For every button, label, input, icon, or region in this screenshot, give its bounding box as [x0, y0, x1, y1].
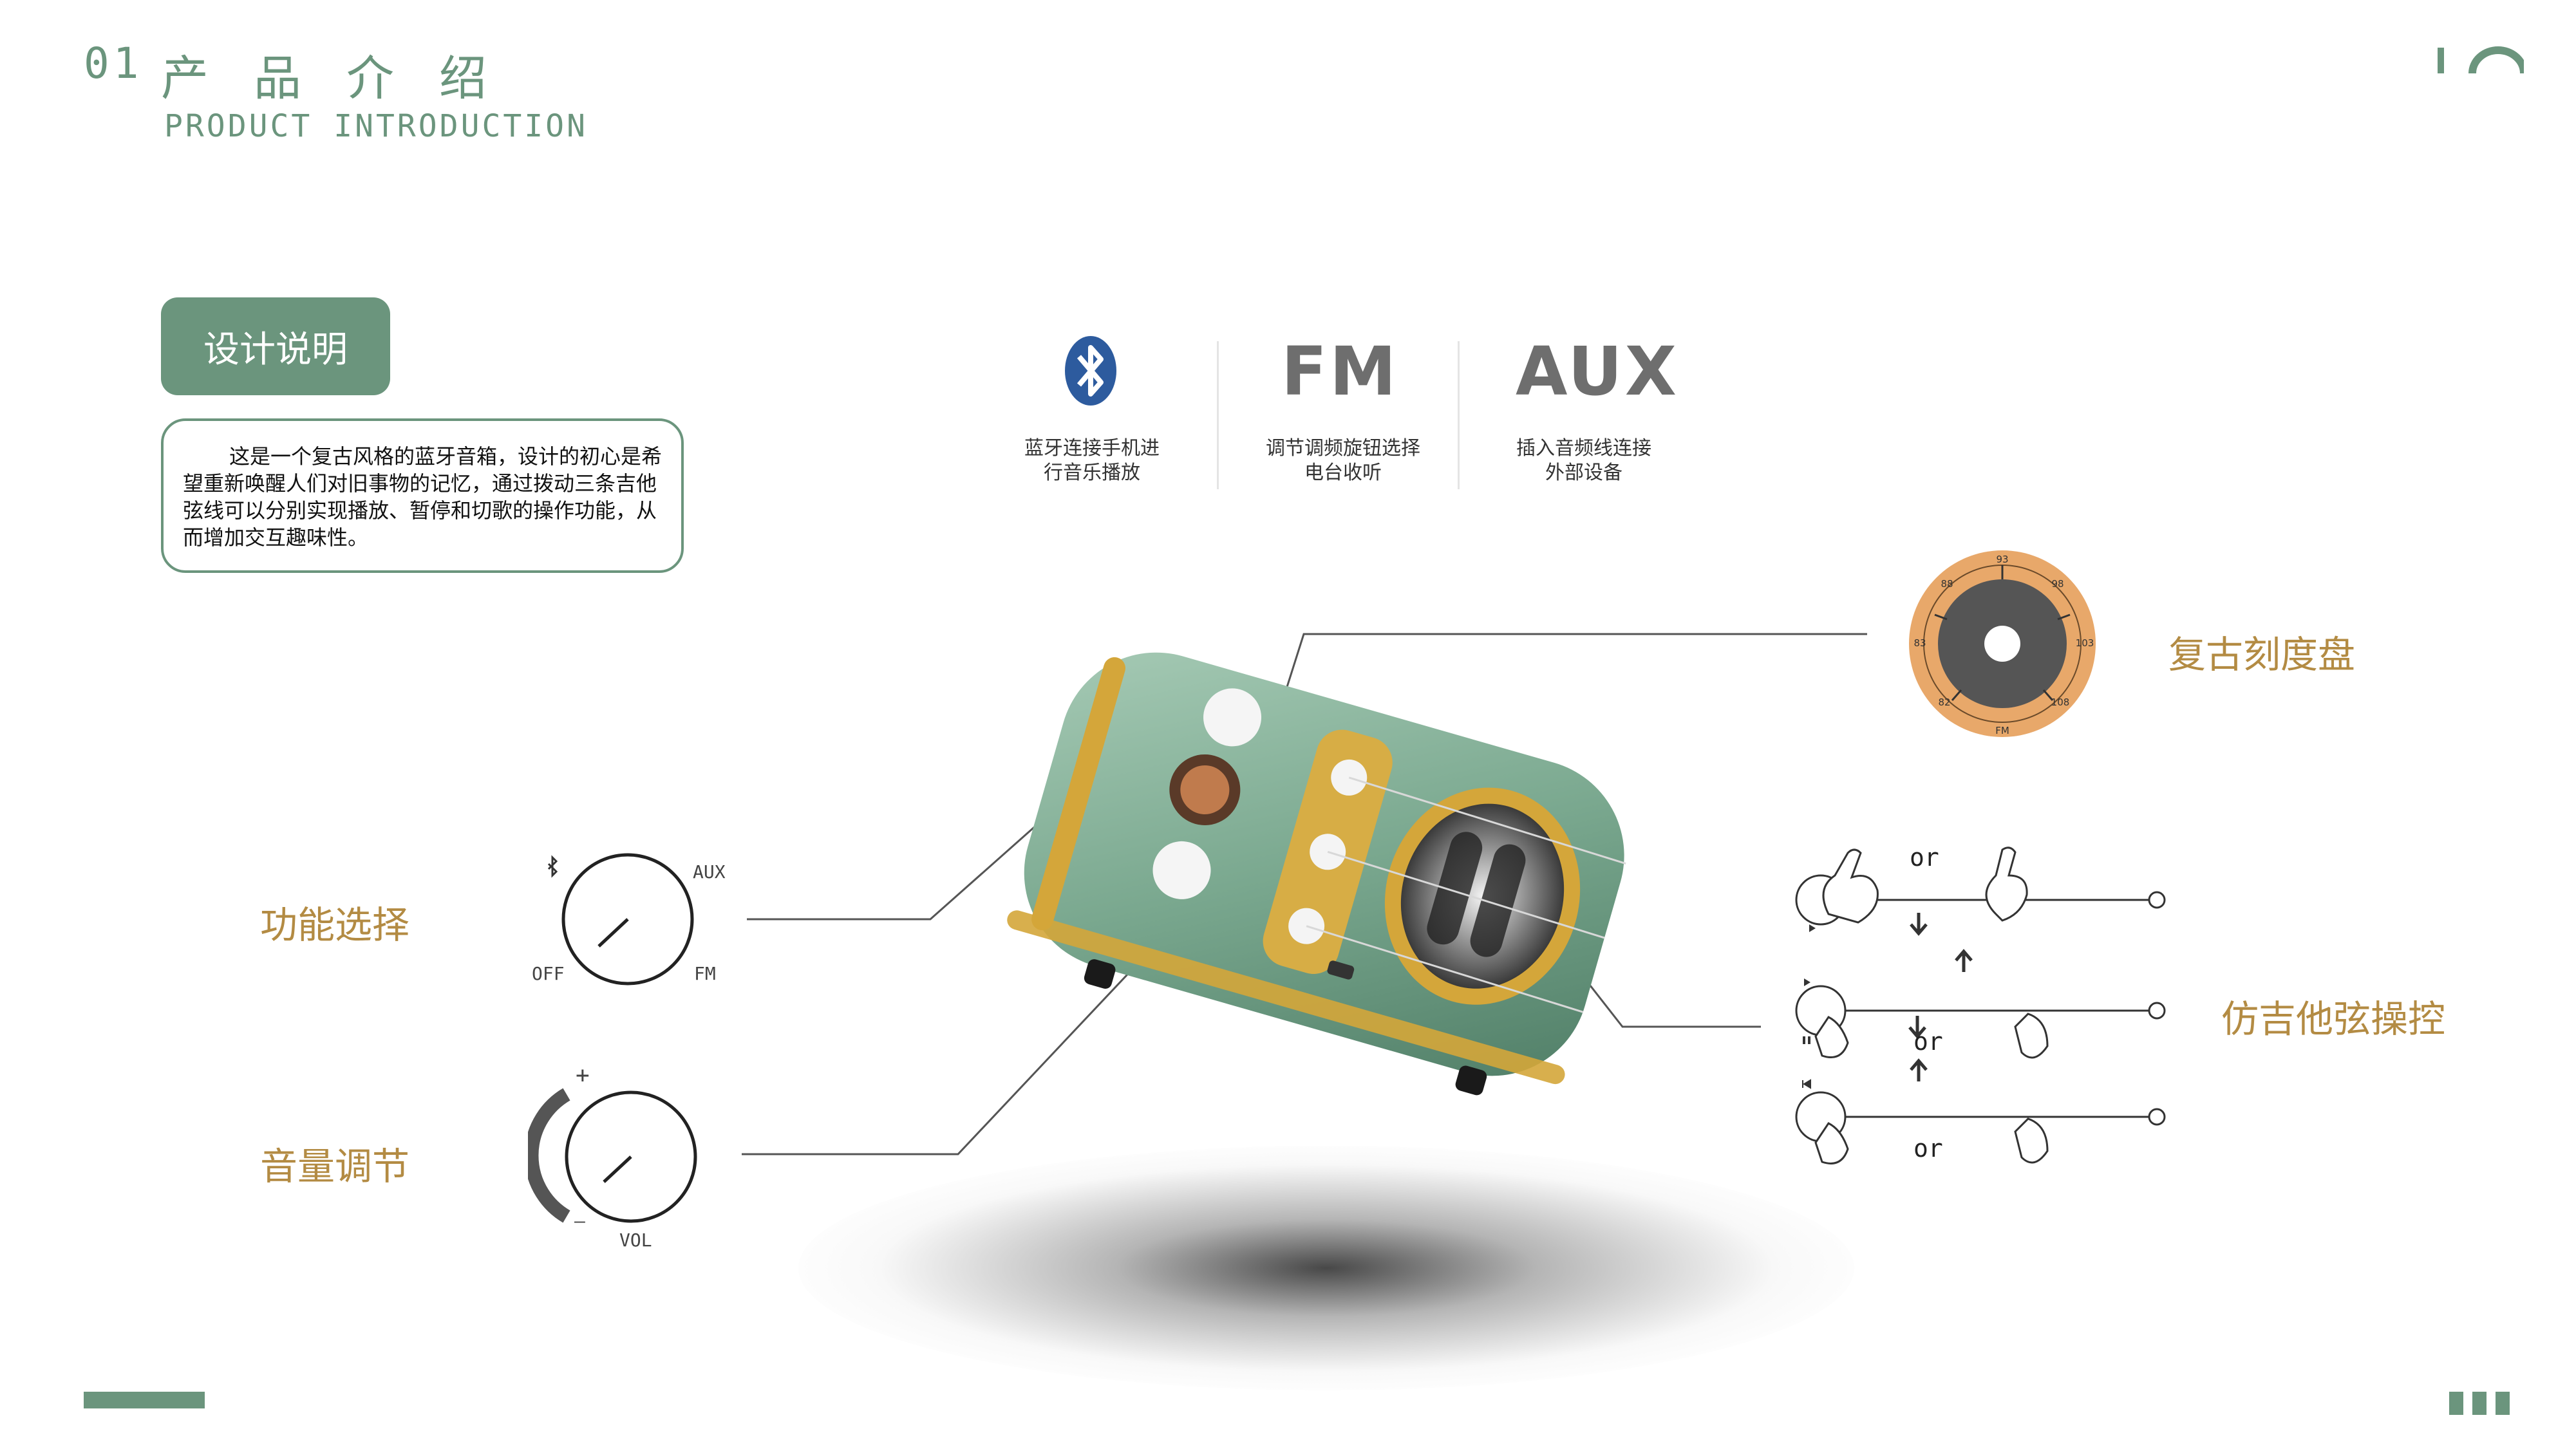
aux-logo: AUX [1516, 332, 1679, 411]
hand-icon [1822, 848, 1879, 924]
callout-function-select: 功能选择 [260, 903, 410, 947]
dial-tick: 103 [2076, 637, 2094, 649]
callout-retro-dial: 复古刻度盘 [2168, 633, 2356, 677]
callout-guitar-string-control: 仿吉他弦操控 [2221, 997, 2446, 1041]
dial-tick: 83 [1913, 637, 1926, 649]
gesture-or: or [1913, 1027, 1943, 1056]
fm-logo: FM [1281, 332, 1399, 411]
corner-logo-icon [2438, 46, 2524, 74]
knob-label-off: OFF [532, 963, 565, 984]
volume-plus: + [576, 1062, 590, 1089]
section-title-en: PRODUCT INTRODUCTION [164, 108, 588, 144]
feature-line: 行音乐播放 [1044, 462, 1140, 484]
retro-dial-icon: 93 98 103 108 FM 82 83 88 [1909, 550, 2096, 737]
retro-speaker-image [1007, 652, 1626, 1096]
design-description: 这是一个复古风格的蓝牙音箱，设计的初心是希望重新唤醒人们对旧事物的记忆，通过拨动… [161, 418, 684, 573]
feature-label-fm: 调节调频旋钮选择 电台收听 [1246, 436, 1440, 485]
section-title-cn: 产品介绍 [161, 51, 532, 106]
dial-tick: 108 [2051, 696, 2070, 708]
feature-line: 插入音频线连接 [1516, 437, 1651, 460]
hand-icon [2014, 1117, 2049, 1164]
volume-minus: — [574, 1210, 585, 1231]
design-notes-badge: 设计说明 [161, 297, 390, 395]
dial-tick: 98 [2051, 578, 2064, 590]
hand-icon [1814, 1122, 1849, 1164]
knob-label-aux: AUX [693, 861, 726, 883]
footer-accent-bar [84, 1392, 205, 1408]
volume-knob-diagram [528, 1088, 697, 1223]
arrow-down-icon [1908, 1016, 1926, 1039]
footer-block [2449, 1392, 2463, 1415]
bluetooth-icon [547, 855, 558, 878]
feature-divider [1458, 341, 1460, 489]
pause-icon [1803, 1036, 1805, 1044]
feature-divider [1217, 341, 1219, 489]
hand-icon [1985, 846, 2028, 922]
dial-tick: 88 [1941, 578, 1953, 590]
arrow-up-icon [1955, 949, 1973, 972]
feature-line: 外部设备 [1545, 462, 1622, 484]
bluetooth-icon [1065, 336, 1116, 406]
feature-label-bluetooth: 蓝牙连接手机进 行音乐播放 [995, 436, 1189, 485]
floor-shadow [798, 1146, 1854, 1390]
gesture-or: or [1913, 1134, 1943, 1163]
feature-label-aux: 插入音频线连接 外部设备 [1487, 436, 1680, 485]
play-icon [1804, 978, 1810, 986]
gesture-or: or [1910, 843, 1939, 872]
callout-volume-adjust: 音量调节 [260, 1145, 410, 1188]
section-number: 01 [84, 39, 143, 88]
arrow-up-icon [1910, 1058, 1928, 1081]
dial-tick: FM [1995, 725, 2009, 736]
dial-tick: 93 [1996, 554, 2008, 565]
feature-line: 电台收听 [1304, 462, 1382, 484]
footer-block [2496, 1392, 2510, 1415]
hand-icon [2014, 1013, 2049, 1059]
feature-line: 蓝牙连接手机进 [1024, 437, 1160, 460]
knob-label-fm: FM [694, 963, 716, 984]
previous-track-icon [1802, 1079, 1811, 1089]
dial-tick: 82 [1938, 696, 1950, 708]
arrow-down-icon [1910, 913, 1928, 936]
feature-line: 调节调频旋钮选择 [1266, 437, 1420, 460]
hand-icon [1814, 1016, 1849, 1058]
footer-block [2472, 1392, 2487, 1415]
volume-label: VOL [619, 1229, 652, 1251]
play-pause-icon [1809, 924, 1816, 932]
function-knob-diagram [547, 853, 694, 986]
string-gesture-diagram [1795, 846, 2166, 1164]
